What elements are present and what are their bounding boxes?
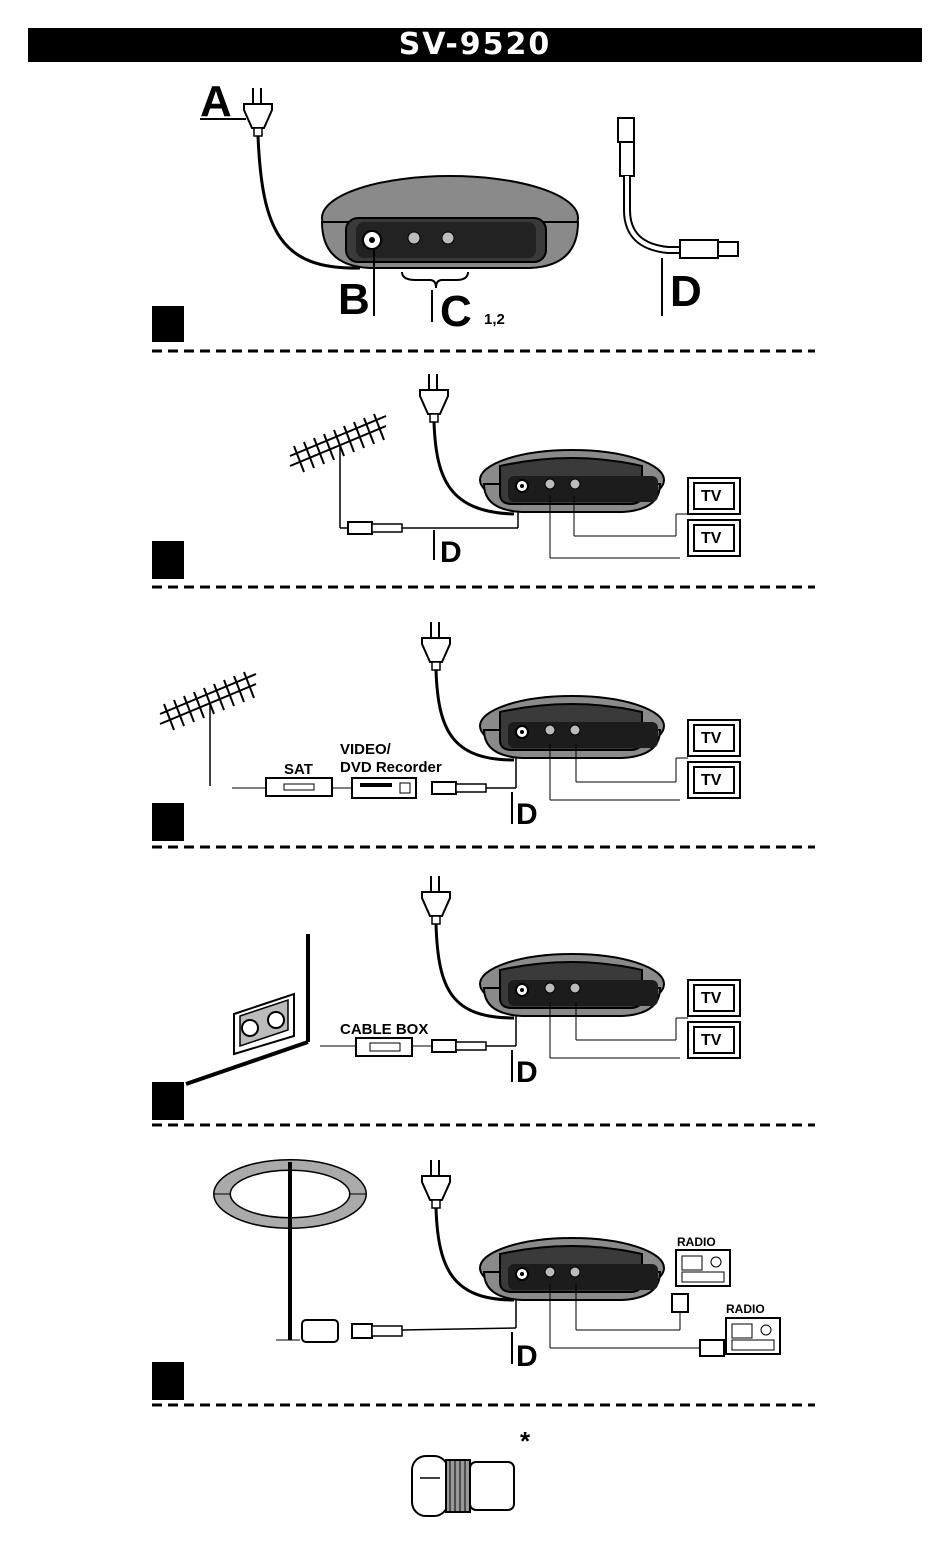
- wall-socket-icon: [234, 994, 294, 1054]
- receiver-unit: [322, 176, 578, 268]
- section-2-antenna: TV TV D: [152, 374, 740, 579]
- cable-box-label: CABLE BOX: [340, 1021, 428, 1038]
- radio-icon: [676, 1250, 730, 1286]
- coax-cable-icon: [618, 118, 738, 258]
- label-d: D: [516, 1340, 538, 1373]
- step-marker-1: [152, 306, 184, 342]
- step-marker-2: [152, 541, 184, 579]
- label-d: D: [670, 267, 702, 316]
- label-c-suffix: 1,2: [484, 311, 505, 328]
- tv-label: TV: [701, 730, 722, 747]
- receiver-unit: [480, 1238, 664, 1300]
- tv-label: TV: [701, 488, 722, 505]
- footnote-asterisk: *: [520, 1426, 531, 1456]
- adapter-icon: [412, 1456, 514, 1516]
- step-marker-3: [152, 803, 184, 841]
- antenna-icon: [160, 672, 256, 730]
- section-3-sat-video: SAT VIDEO/ DVD Recorder TV TV D: [152, 622, 740, 841]
- section-4-cable-box: CABLE BOX TV TV D: [152, 876, 740, 1120]
- tv-label: TV: [701, 772, 722, 789]
- label-c: C: [440, 287, 472, 336]
- fm-loop-antenna-icon: [214, 1160, 366, 1340]
- video-label: VIDEO/: [340, 741, 392, 758]
- tv-label: TV: [701, 990, 722, 1007]
- radio-label: RADIO: [726, 1302, 765, 1316]
- receiver-unit: [480, 450, 664, 512]
- plug-icon: [420, 374, 448, 422]
- label-a: A: [200, 77, 232, 126]
- receiver-unit: [480, 696, 664, 758]
- plug-icon: [244, 88, 272, 136]
- section-5-radio: RADIO RADIO D: [152, 1160, 780, 1400]
- receiver-unit: [480, 954, 664, 1016]
- plug-icon: [422, 876, 450, 924]
- section-1-overview: A B C 1,2 D: [152, 77, 738, 342]
- tv-label: TV: [701, 530, 722, 547]
- label-d: D: [516, 798, 538, 831]
- dvd-recorder-label: DVD Recorder: [340, 759, 442, 776]
- label-b: B: [338, 275, 370, 324]
- plug-icon: [422, 622, 450, 670]
- plug-icon: [422, 1160, 450, 1208]
- step-marker-4: [152, 1082, 184, 1120]
- radio-label: RADIO: [677, 1235, 716, 1249]
- label-d: D: [516, 1056, 538, 1089]
- step-marker-5: [152, 1362, 184, 1400]
- radio-icon: [726, 1318, 780, 1354]
- label-d: D: [440, 536, 462, 569]
- sat-label: SAT: [284, 761, 313, 778]
- antenna-icon: [290, 414, 386, 472]
- tv-label: TV: [701, 1032, 722, 1049]
